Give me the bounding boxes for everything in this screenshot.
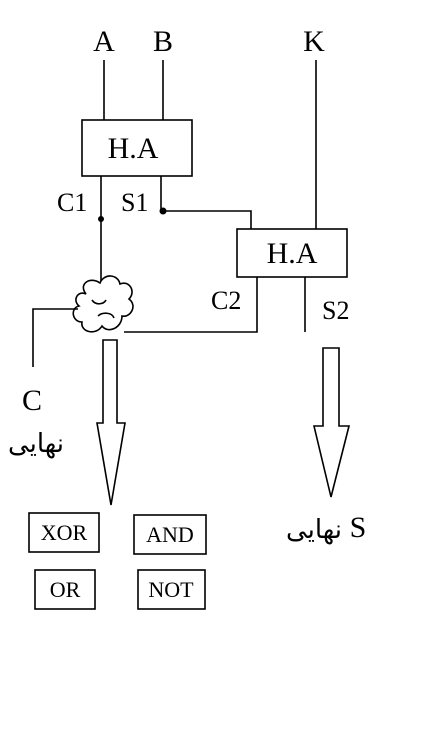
c1-junction-dot (98, 216, 104, 222)
final-sum-letter: S (350, 511, 367, 544)
final-carry-word: نهایی (8, 429, 64, 459)
option-and-label: AND (146, 522, 194, 547)
option-xor-box[interactable] (28, 512, 100, 553)
half-adder-2-label: H.A (267, 237, 318, 270)
final-carry-letter: C (22, 384, 42, 417)
wire-s1 (160, 176, 252, 229)
input-k-label: K (303, 25, 325, 58)
option-xor-label: XOR (41, 520, 88, 545)
s2-label: S2 (322, 296, 349, 325)
input-b-label: B (153, 25, 173, 58)
c2-label: C2 (211, 286, 241, 315)
wire-c2 (124, 277, 258, 333)
final-sum-word: نهایی (286, 515, 342, 545)
sum-arrow (312, 347, 351, 498)
input-a-label: A (93, 25, 115, 58)
option-or-label: OR (50, 577, 81, 602)
carry-arrow (96, 339, 126, 506)
option-or-box[interactable] (34, 569, 96, 610)
option-not-box[interactable] (137, 569, 206, 610)
cloud-detail (91, 299, 115, 319)
half-adder-1-box (81, 119, 193, 177)
c1-label: C1 (57, 188, 87, 217)
wire-final-carry (32, 308, 78, 367)
half-adder-1-label: H.A (108, 132, 159, 165)
option-not-label: NOT (148, 577, 194, 602)
unknown-gate-cloud (72, 275, 134, 333)
half-adder-2-box (236, 228, 348, 278)
option-and-box[interactable] (133, 514, 207, 555)
s1-label: S1 (121, 188, 148, 217)
s1-junction-dot (159, 207, 167, 215)
